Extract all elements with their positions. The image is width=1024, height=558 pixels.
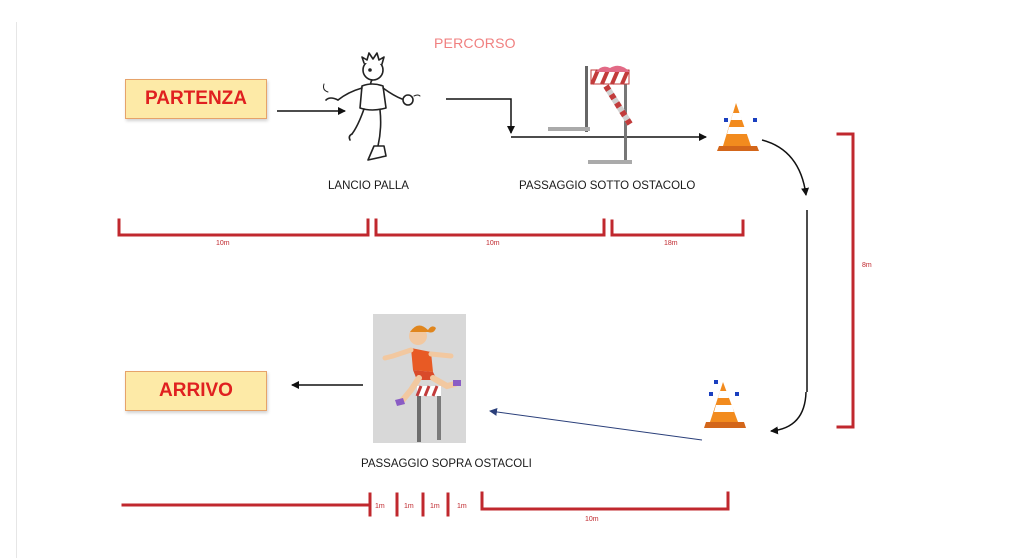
distance-label: 1m: [404, 503, 414, 510]
page-title: PERCORSO: [434, 35, 516, 51]
distance-label: 1m: [375, 503, 385, 510]
distance-label: 10m: [585, 516, 599, 523]
page-edge-line: [16, 22, 17, 558]
running-boy-icon: [323, 52, 421, 161]
measure-hurdle-to-cone: [610, 219, 745, 237]
distance-label: 10m: [216, 240, 230, 247]
arrow-throw-to-hurdle: [446, 98, 515, 134]
distance-label: 1m: [430, 503, 440, 510]
finish-box: ARRIVO: [125, 371, 267, 411]
measurements: [117, 132, 855, 517]
distance-label: 10m: [486, 240, 500, 247]
measure-start-to-throw: [117, 218, 370, 237]
measure-cone-to-hurdles: [480, 491, 730, 511]
arrow-curve-bottom: [770, 391, 807, 435]
hurdle-icon: [548, 65, 633, 164]
arrow-cone-to-hurdles: [489, 407, 703, 441]
station-label-under-hurdle: PASSAGGIO SOTTO OSTACOLO: [519, 180, 696, 192]
measure-side: [836, 132, 855, 429]
distance-label: 8m: [862, 262, 872, 269]
flow-arrows: [277, 98, 810, 441]
traffic-cone-icon: [717, 103, 759, 151]
hurdling-girl-icon: [382, 325, 461, 442]
start-box: PARTENZA: [125, 79, 267, 119]
station-label-ball-throw: LANCIO PALLA: [328, 180, 409, 192]
traffic-cone-icon: [704, 380, 746, 428]
distance-label: 1m: [457, 503, 467, 510]
arrow-curve-top: [761, 139, 810, 196]
distance-label: 18m: [664, 240, 678, 247]
station-label-over-hurdles: PASSAGGIO SOPRA OSTACOLI: [361, 458, 532, 470]
measure-throw-to-hurdle: [374, 218, 606, 237]
hurdling-girl-photo: [373, 314, 466, 443]
